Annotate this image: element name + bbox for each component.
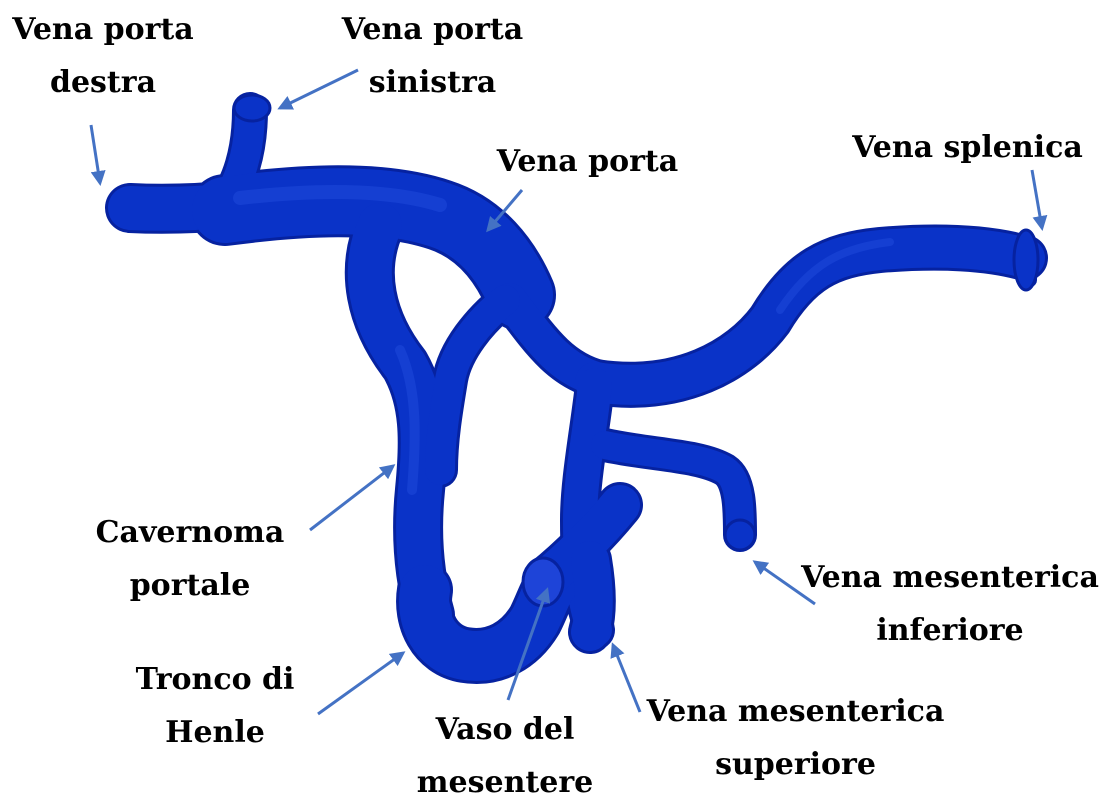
label-vena-splenica: Vena splenica: [845, 121, 1090, 174]
label-vena-porta: Vena porta: [490, 135, 685, 188]
arrow-vena-mesenterica-superiore: [613, 645, 640, 712]
arrow-tronco-di-henle: [318, 653, 403, 714]
label-tronco-di-henle-line2: Henle: [125, 706, 305, 759]
label-tronco-di-henle: Tronco di Henle: [125, 653, 305, 759]
arrow-vena-splenica: [1032, 170, 1042, 228]
label-tronco-di-henle-line1: Tronco di: [125, 653, 305, 706]
label-vena-porta-destra-line2: destra: [8, 56, 198, 109]
label-vena-mesenterica-inferiore: Vena mesenterica inferiore: [800, 551, 1100, 657]
label-vena-mesenterica-superiore: Vena mesenterica superiore: [643, 685, 948, 791]
arrow-cavernoma-portale: [310, 466, 393, 530]
vessel-end-cap-splenica: [1014, 230, 1038, 290]
label-cavernoma-portale: Cavernoma portale: [90, 506, 290, 612]
label-vena-porta-line1: Vena porta: [490, 135, 685, 188]
label-vena-porta-destra-line1: Vena porta: [8, 3, 198, 56]
arrow-vena-porta-destra: [91, 125, 100, 183]
label-vena-splenica-line1: Vena splenica: [845, 121, 1090, 174]
label-vena-porta-sinistra-line1: Vena porta: [335, 3, 530, 56]
label-vena-mesenterica-inferiore-line1: Vena mesenterica: [800, 551, 1100, 604]
label-vena-porta-sinistra: Vena porta sinistra: [335, 3, 530, 109]
vessel-end-cap-sinistra: [234, 95, 270, 121]
vessel-end-cap-mesenterica-inferiore: [725, 520, 755, 550]
label-vaso-del-mesentere: Vaso del mesentere: [405, 703, 605, 809]
label-vena-mesenterica-superiore-line1: Vena mesenterica: [643, 685, 948, 738]
label-cavernoma-portale-line2: portale: [90, 559, 290, 612]
label-vena-porta-sinistra-line2: sinistra: [335, 56, 530, 109]
label-vena-mesenterica-superiore-line2: superiore: [643, 738, 948, 791]
label-vaso-del-mesentere-line2: mesentere: [405, 756, 605, 809]
label-vena-porta-destra: Vena porta destra: [8, 3, 198, 109]
label-cavernoma-portale-line1: Cavernoma: [90, 506, 290, 559]
label-vena-mesenterica-inferiore-line2: inferiore: [800, 604, 1100, 657]
label-vaso-del-mesentere-line1: Vaso del: [405, 703, 605, 756]
